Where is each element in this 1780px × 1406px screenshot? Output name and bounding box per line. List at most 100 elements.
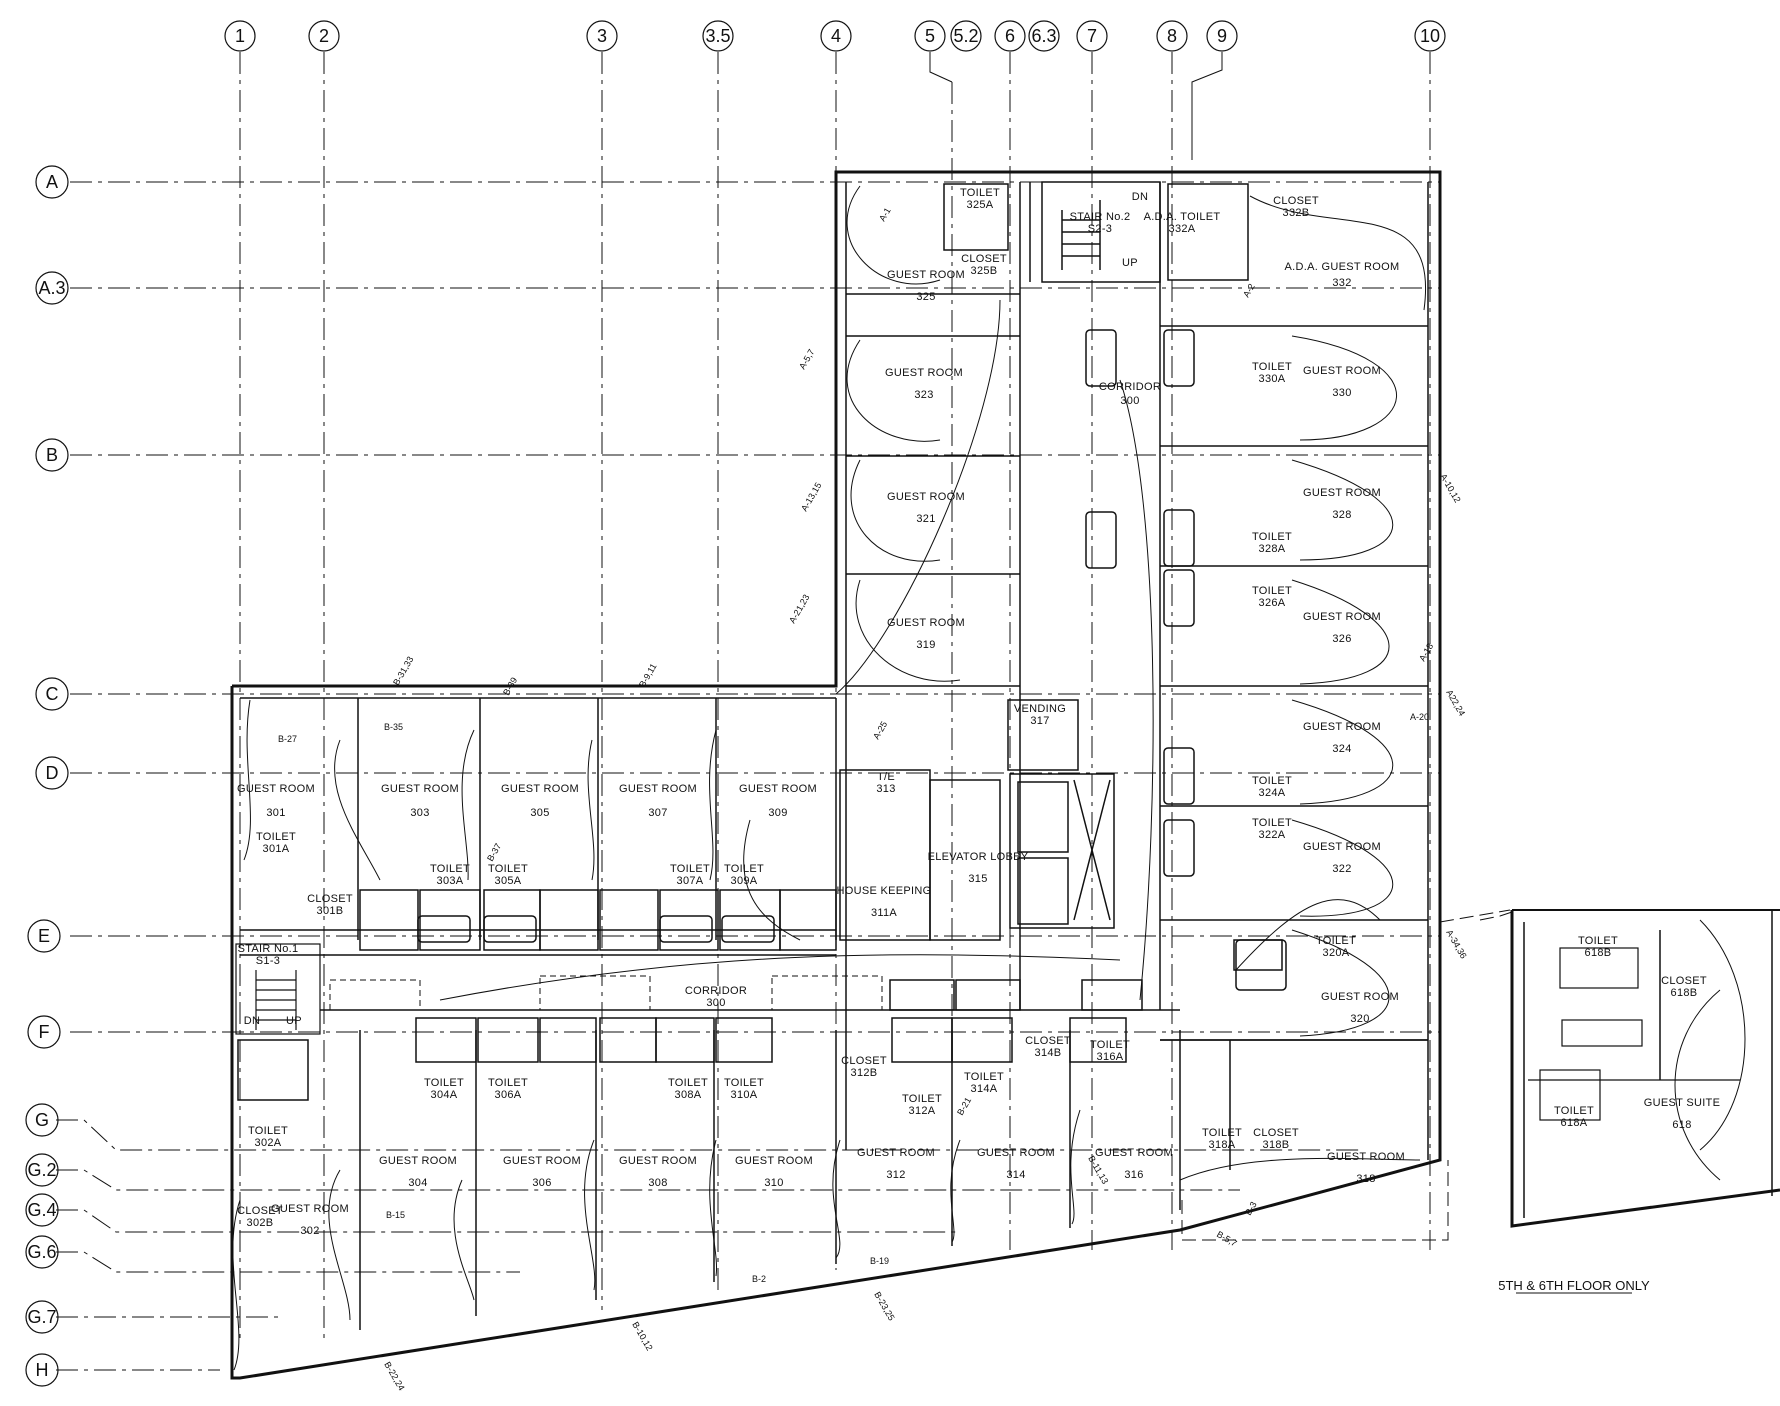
circuit-tag: A-5,7: [797, 347, 816, 371]
west-corridor: [320, 975, 1180, 1011]
row-bubble-H: H: [25, 1353, 59, 1387]
svg-text:TOILET: TOILET: [670, 863, 710, 875]
svg-text:303A: 303A: [437, 875, 464, 887]
row-bubble-F: F: [27, 1015, 61, 1049]
svg-text:G.6: G.6: [27, 1242, 56, 1262]
stair-direction-labels: DN UP UP DN: [244, 191, 1148, 1027]
svg-text:310: 310: [764, 1177, 783, 1189]
svg-text:TOILET: TOILET: [1578, 935, 1618, 947]
svg-text:308: 308: [648, 1177, 667, 1189]
svg-text:D: D: [46, 763, 59, 783]
circuit-tag: B-3: [1243, 1200, 1259, 1217]
svg-text:TOILET: TOILET: [424, 1077, 464, 1089]
svg-text:302A: 302A: [255, 1137, 282, 1149]
svg-text:TOILET: TOILET: [256, 831, 296, 843]
svg-text:F: F: [39, 1022, 50, 1042]
angled-grid-leaders: [56, 1119, 1360, 1371]
svg-text:TOILET: TOILET: [248, 1125, 288, 1137]
svg-text:GUEST ROOM: GUEST ROOM: [1303, 487, 1381, 499]
svg-text:GUEST ROOM: GUEST ROOM: [271, 1203, 349, 1215]
svg-text:324A: 324A: [1259, 787, 1286, 799]
room-321: GUEST ROOM 321: [887, 491, 965, 525]
row-bubble-G: G: [25, 1103, 59, 1137]
svg-text:321: 321: [916, 513, 935, 525]
svg-text:CLOSET: CLOSET: [841, 1055, 887, 1067]
svg-text:318: 318: [1356, 1173, 1375, 1185]
column-bubble-7: 7: [1076, 20, 1108, 52]
svg-text:TOILET: TOILET: [488, 1077, 528, 1089]
svg-text:303: 303: [410, 807, 429, 819]
svg-text:STAIR No.2: STAIR No.2: [1070, 211, 1131, 223]
svg-text:319: 319: [916, 639, 935, 651]
svg-text:GUEST ROOM: GUEST ROOM: [887, 491, 965, 503]
circuit-tag: A-10,12: [1438, 472, 1462, 504]
circuit-tag: B-22,24: [382, 1360, 406, 1392]
svg-text:332B: 332B: [1283, 207, 1310, 219]
svg-text:314A: 314A: [971, 1083, 998, 1095]
svg-text:TOILET: TOILET: [488, 863, 528, 875]
svg-text:GUEST ROOM: GUEST ROOM: [1303, 841, 1381, 853]
circuit-tag: B-2: [752, 1274, 766, 1284]
svg-text:1: 1: [235, 26, 245, 46]
circuit-tag: A-18: [1417, 642, 1435, 663]
svg-text:301B: 301B: [317, 905, 344, 917]
svg-text:B: B: [46, 445, 58, 465]
svg-text:307: 307: [648, 807, 667, 819]
row-bubble-G2: G.2: [25, 1153, 59, 1187]
svg-text:CLOSET: CLOSET: [1273, 195, 1319, 207]
svg-text:332: 332: [1332, 277, 1351, 289]
column-bubble-5: 5: [914, 20, 946, 52]
circuit-tag: B-27: [278, 734, 297, 744]
svg-text:GUEST ROOM: GUEST ROOM: [977, 1147, 1055, 1159]
svg-text:S1-3: S1-3: [256, 955, 280, 967]
svg-text:CLOSET: CLOSET: [237, 1205, 283, 1217]
circuit-tag: B-35: [384, 722, 403, 732]
column-bubble-9: 9: [1206, 20, 1238, 52]
circuit-tag: A22,24: [1444, 688, 1467, 718]
bubble-leader-5: [929, 52, 953, 83]
svg-text:317: 317: [1030, 715, 1049, 727]
svg-text:TOILET: TOILET: [430, 863, 470, 875]
svg-text:330A: 330A: [1259, 373, 1286, 385]
circuit-tag: B-23,25: [872, 1290, 896, 1322]
svg-text:328A: 328A: [1259, 543, 1286, 555]
column-bubble-8: 8: [1156, 20, 1188, 52]
svg-text:STAIR No.1: STAIR No.1: [238, 943, 299, 955]
svg-text:6.3: 6.3: [1031, 26, 1056, 46]
svg-text:309A: 309A: [731, 875, 758, 887]
row-bubble-G6: G.6: [25, 1235, 59, 1269]
svg-text:301A: 301A: [263, 843, 290, 855]
svg-text:309: 309: [768, 807, 787, 819]
svg-text:A.D.A. TOILET: A.D.A. TOILET: [1144, 211, 1221, 223]
inset-note: 5TH & 6TH FLOOR ONLY: [1498, 1278, 1650, 1294]
grid-leader-G: [56, 1119, 1360, 1151]
row-bubble-A: A: [35, 165, 69, 199]
circuit-tag: A-13,15: [799, 481, 823, 513]
svg-text:GUEST ROOM: GUEST ROOM: [735, 1155, 813, 1167]
circuit-tag: B-31,33: [391, 655, 415, 687]
svg-text:9: 9: [1217, 26, 1227, 46]
svg-text:306: 306: [532, 1177, 551, 1189]
svg-text:312: 312: [886, 1169, 905, 1181]
svg-text:GUEST ROOM: GUEST ROOM: [381, 783, 459, 795]
